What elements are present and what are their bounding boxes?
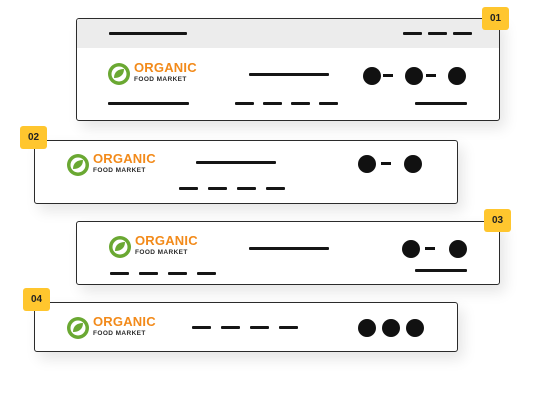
logo: ORGANIC FOOD MARKET <box>66 315 186 341</box>
logo-name: ORGANIC <box>134 60 197 75</box>
topbar-dash <box>428 32 447 35</box>
number-badge-01: 01 <box>482 7 509 30</box>
logo: ORGANIC FOOD MARKET <box>108 234 228 260</box>
nav-dash <box>279 326 298 329</box>
nav-dash <box>192 326 211 329</box>
logo-subtitle: FOOD MARKET <box>135 249 188 256</box>
bottom-right-line <box>415 102 467 105</box>
logo-name: ORGANIC <box>135 233 198 248</box>
dot <box>358 155 376 173</box>
bottom-dash <box>291 102 310 105</box>
logo: ORGANIC FOOD MARKET <box>107 61 227 87</box>
nav-line <box>249 247 329 250</box>
bottom-dash <box>237 187 256 190</box>
connector <box>425 247 435 250</box>
leaf-icon <box>67 317 89 339</box>
bottom-dash <box>197 272 216 275</box>
header-layout-card-03: ORGANIC FOOD MARKET <box>76 221 500 285</box>
bottom-dash <box>179 187 198 190</box>
bottom-dash <box>319 102 338 105</box>
connector <box>381 162 391 165</box>
leaf-icon <box>108 63 130 85</box>
number-badge-02: 02 <box>20 126 47 149</box>
leaf-icon <box>67 154 89 176</box>
connector <box>426 74 436 77</box>
bottom-dash <box>110 272 129 275</box>
logo-subtitle: FOOD MARKET <box>93 167 146 174</box>
dot <box>404 155 422 173</box>
dot <box>449 240 467 258</box>
nav-line <box>196 161 276 164</box>
dot <box>405 67 423 85</box>
logo-subtitle: FOOD MARKET <box>93 330 146 337</box>
topbar-dash <box>453 32 472 35</box>
bottom-dash <box>235 102 254 105</box>
logo-name: ORGANIC <box>93 314 156 329</box>
number-badge-03: 03 <box>484 209 511 232</box>
leaf-icon <box>109 236 131 258</box>
bottom-dash <box>266 187 285 190</box>
header-layout-card-01: ORGANIC FOOD MARKET <box>76 18 500 121</box>
bottom-line <box>108 102 189 105</box>
dot <box>358 319 376 337</box>
nav-dash <box>250 326 269 329</box>
dot <box>363 67 381 85</box>
number-badge-04: 04 <box>23 288 50 311</box>
logo: ORGANIC FOOD MARKET <box>66 152 186 178</box>
bottom-dash <box>139 272 158 275</box>
header-layout-card-04: ORGANIC FOOD MARKET <box>34 302 458 352</box>
nav-line <box>249 73 329 76</box>
topbar-dash <box>403 32 422 35</box>
bottom-dash <box>263 102 282 105</box>
logo-name: ORGANIC <box>93 151 156 166</box>
topbar-line <box>109 32 187 35</box>
dot <box>448 67 466 85</box>
dot <box>402 240 420 258</box>
nav-dash <box>221 326 240 329</box>
header-layout-card-02: ORGANIC FOOD MARKET <box>34 140 458 204</box>
bottom-dash <box>168 272 187 275</box>
dot <box>382 319 400 337</box>
logo-subtitle: FOOD MARKET <box>134 76 187 83</box>
bottom-right-line <box>415 269 467 272</box>
dot <box>406 319 424 337</box>
connector <box>383 74 393 77</box>
bottom-dash <box>208 187 227 190</box>
